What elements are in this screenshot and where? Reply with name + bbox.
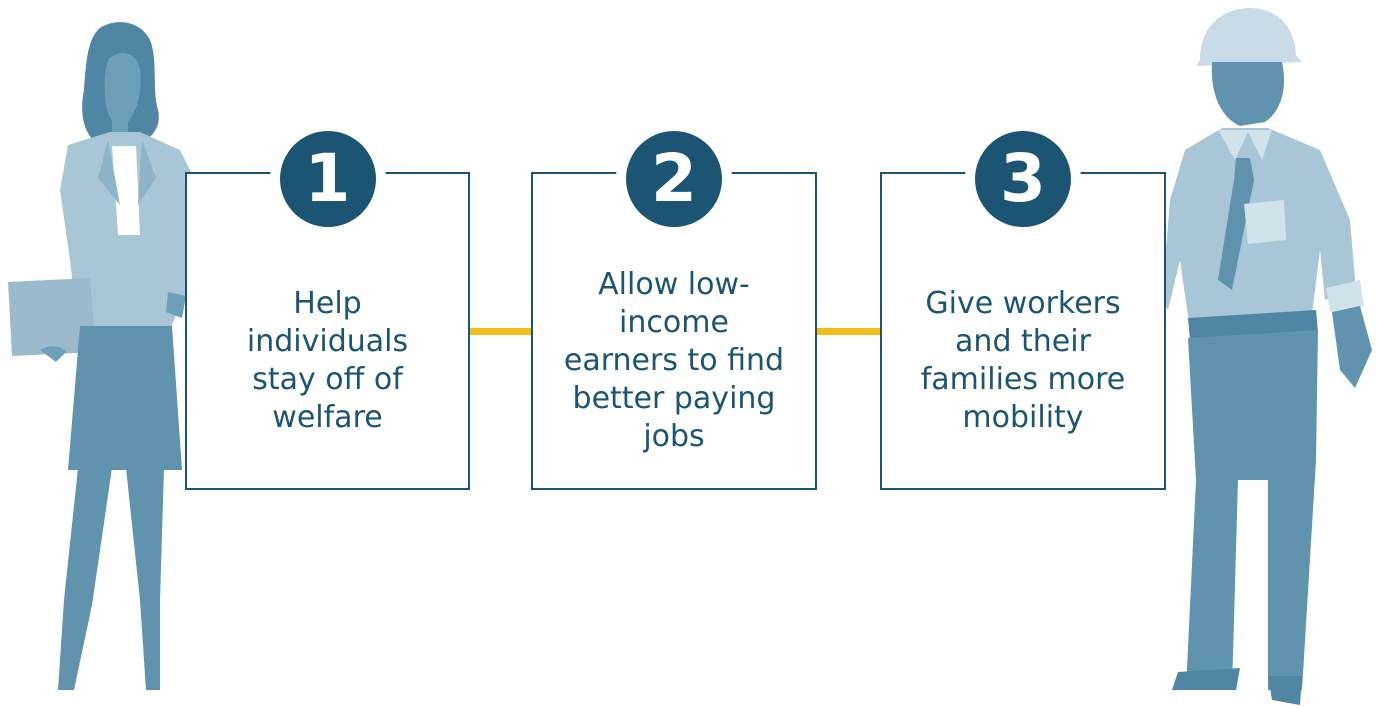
step-number-badge: 3: [975, 131, 1071, 227]
connector-line: [470, 328, 531, 335]
step-number-badge: 2: [626, 131, 722, 227]
step-box-2: 2 Allow low-income earners to find bette…: [531, 131, 817, 490]
step-box-3: 3 Give workers and their families more m…: [880, 131, 1166, 490]
construction-worker-illustration: [1162, 8, 1372, 705]
step-text: Help individuals stay off of welfare: [246, 285, 409, 436]
step-box-1: 1 Help individuals stay off of welfare: [185, 131, 470, 490]
businesswoman-illustration: [8, 22, 210, 690]
step-number-badge: 1: [279, 131, 376, 227]
step-text: Give workers and their families more mob…: [920, 285, 1126, 436]
step-text: Allow low-income earners to find better …: [563, 266, 785, 455]
connector-line: [817, 328, 880, 335]
